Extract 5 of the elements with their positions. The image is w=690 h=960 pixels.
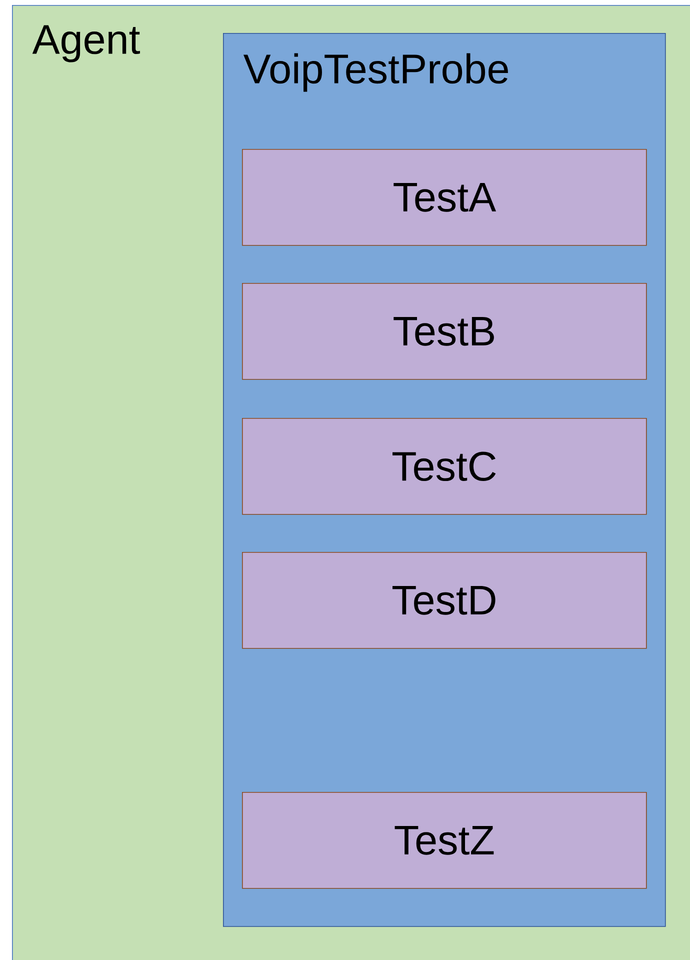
test-box: TestD xyxy=(242,552,647,649)
test-box: TestZ xyxy=(242,792,647,889)
test-box: TestA xyxy=(242,149,647,246)
test-box: TestC xyxy=(242,418,647,515)
test-box: TestB xyxy=(242,283,647,380)
